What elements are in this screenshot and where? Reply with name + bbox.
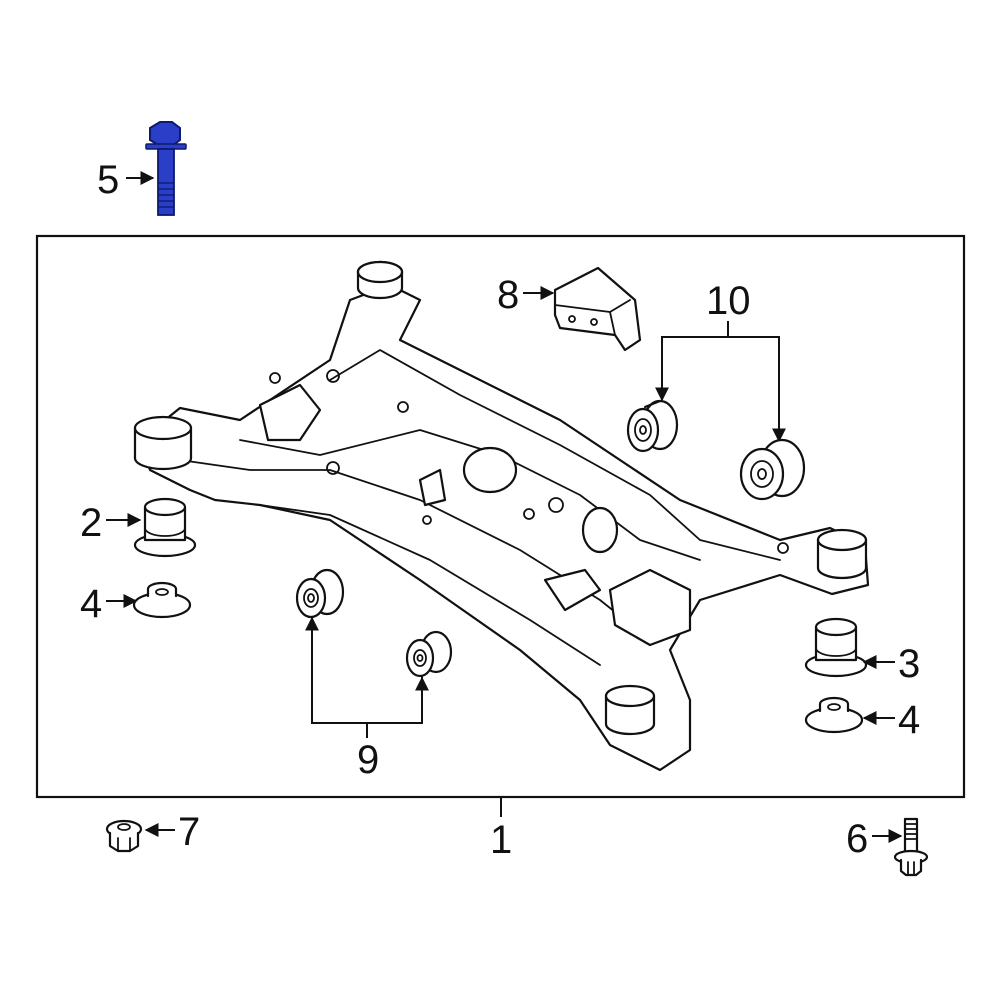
subframe-inner-ridge: [329, 349, 781, 561]
bushing-2-icon[interactable]: [133, 497, 197, 558]
bushing-9b-icon[interactable]: [405, 630, 453, 678]
callout-6[interactable]: 6: [846, 817, 868, 861]
bolt-5-shank: [157, 148, 175, 216]
callout-3[interactable]: 3: [898, 642, 920, 686]
callout-1[interactable]: 1: [490, 818, 512, 862]
subframe-gusset-left: [258, 383, 322, 442]
leader-9: [311, 617, 423, 724]
bolt-6-icon[interactable]: [893, 817, 929, 877]
bushing-3-icon[interactable]: [804, 617, 868, 678]
subframe-mount-rear-left: [356, 260, 404, 300]
callout-2[interactable]: 2: [80, 501, 102, 545]
callout-8[interactable]: 8: [497, 273, 519, 317]
bolt-5-threads: [158, 182, 174, 208]
subframe-center-opening: [462, 446, 518, 494]
callout-4-right[interactable]: 4: [898, 698, 920, 742]
subframe-mount-rear-right: [816, 528, 868, 580]
bolt-5-icon[interactable]: [145, 121, 187, 216]
washer-4-left-icon[interactable]: [132, 581, 192, 619]
subframe-top-ridge: [179, 459, 651, 641]
callout-7[interactable]: 7: [178, 810, 200, 854]
bushing-10b-icon[interactable]: [739, 438, 806, 501]
subframe-lower-edge: [259, 504, 601, 666]
bushing-9a-icon[interactable]: [295, 568, 345, 619]
nut-7-icon[interactable]: [105, 819, 143, 853]
subframe-bracket-rear: [543, 568, 602, 612]
washer-4-right-icon[interactable]: [804, 696, 864, 734]
subframe-right-opening: [581, 506, 619, 554]
subframe-mount-front-left: [133, 415, 193, 471]
bushing-10a-icon[interactable]: [626, 399, 679, 453]
subframe-mount-front-right: [604, 684, 656, 736]
callout-10[interactable]: 10: [706, 279, 751, 323]
subframe-main-body: [138, 283, 870, 772]
subframe-gusset-right: [608, 568, 692, 647]
subframe-crossmember-icon[interactable]: [133, 260, 870, 772]
callout-4-left[interactable]: 4: [80, 582, 102, 626]
callout-5[interactable]: 5: [97, 158, 119, 202]
leader-10: [661, 336, 786, 443]
bolt-5-head: [149, 121, 181, 147]
subframe-bracket-mid: [418, 468, 447, 507]
bracket-8-icon[interactable]: [553, 266, 642, 352]
callout-9[interactable]: 9: [357, 738, 379, 782]
